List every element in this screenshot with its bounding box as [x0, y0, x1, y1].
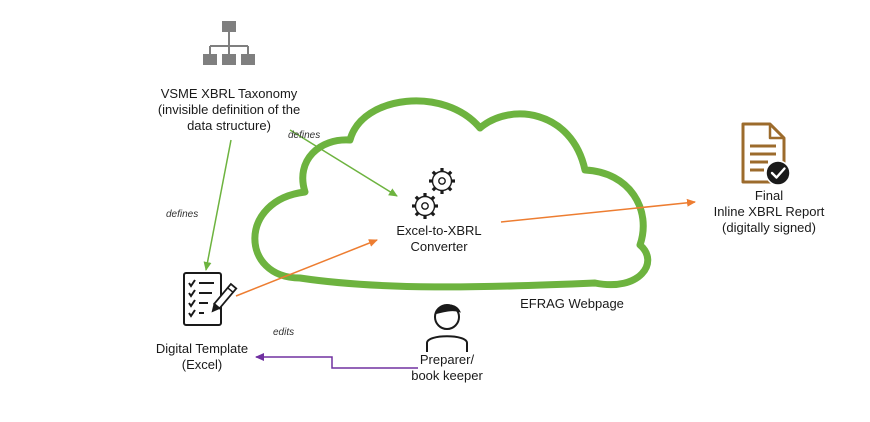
efrag-cloud-shape: [251, 97, 652, 291]
taxonomy-label-line-3: data structure): [187, 118, 271, 133]
preparer-label-line-1: Preparer/: [419, 352, 475, 367]
hierarchy-icon: [203, 21, 255, 65]
template-label-line-1: Digital Template: [155, 341, 249, 356]
defines-arrow-to-converter: [289, 129, 398, 197]
defines-arrow-to-template: [203, 139, 232, 271]
taxonomy-label-line-1: VSME XBRL Taxonomy: [160, 86, 298, 101]
edits-arrow: [255, 353, 418, 369]
template-label: Digital Template (Excel): [132, 341, 272, 373]
template-to-converter-arrow: [235, 239, 378, 297]
report-label-line-1: Final: [754, 188, 784, 203]
report-label-line-3: (digitally signed): [722, 220, 816, 235]
report-label: Final Inline XBRL Report (digitally sign…: [694, 188, 844, 236]
template-label-line-2: (Excel): [181, 357, 223, 372]
person-icon: [426, 304, 468, 352]
converter-label-line-1: Excel-to-XBRL: [396, 223, 482, 238]
converter-label-line-2: Converter: [410, 239, 468, 254]
edge-label-defines-converter: defines: [288, 130, 321, 141]
signed-document-icon: [741, 122, 791, 186]
checklist-icon: [183, 272, 238, 326]
converter-label: Excel-to-XBRL Converter: [379, 223, 499, 255]
gears-icon: [412, 168, 455, 219]
taxonomy-label-line-2: (invisible definition of the: [157, 102, 301, 117]
cloud-label: EFRAG Webpage: [520, 296, 624, 311]
taxonomy-label: VSME XBRL Taxonomy (invisible definition…: [144, 86, 314, 134]
report-label-line-2: Inline XBRL Report: [713, 204, 825, 219]
converter-to-report-arrow: [500, 198, 696, 223]
preparer-label-line-2: book keeper: [411, 368, 483, 383]
edge-label-defines-template: defines: [166, 209, 199, 220]
preparer-label: Preparer/ book keeper: [397, 352, 497, 384]
edge-label-edits: edits: [273, 327, 295, 338]
